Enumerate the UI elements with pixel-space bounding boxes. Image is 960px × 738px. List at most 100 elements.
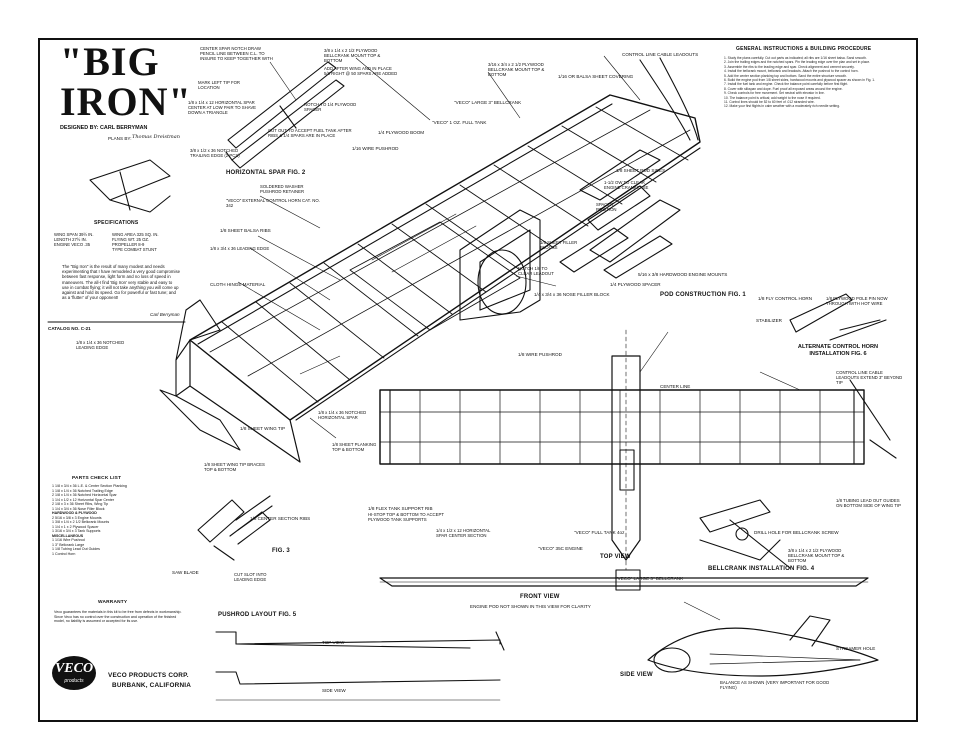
horizontal-spar-figure xyxy=(225,61,345,169)
callout-soldered-washer: SOLDERED WASHER PUSHROD RETAINER xyxy=(260,184,305,194)
part-row: 1 3/8 x 1/4 x 2 1/2 Bellcrank Mounts xyxy=(52,520,110,524)
plans-by-signature: Thomas Dreistman xyxy=(132,134,180,140)
instruction-step: 4. Install the bellcrank mount, bellcran… xyxy=(724,69,859,74)
instruction-step: 7. Install the fuel tank and engine. Che… xyxy=(724,82,849,87)
horizontal-spar-fig-label: HORIZONTAL SPAR FIG. 2 xyxy=(226,170,306,176)
instruction-step: 9. Check controls for free movement. Set… xyxy=(724,91,825,96)
front-view-note: ENGINE POD NOT SHOWN IN THIS VIEW FOR CL… xyxy=(470,604,591,609)
specifications-heading: SPECIFICATIONS xyxy=(94,220,139,226)
callout-horizontal-spar: 1/8 x 1/4 x 36 NOTCHED HORIZONTAL SPAR xyxy=(318,410,367,420)
front-view-wing xyxy=(379,569,869,591)
parts-check-list: 1 1/8 x 3/4 x 36 L.E. & Center Section P… xyxy=(52,484,180,556)
callout-external-horn: "VECO" EXTERNAL CONTROL HORN CAT. NO. 34… xyxy=(226,198,320,208)
general-instructions-heading: GENERAL INSTRUCTIONS & BUILDING PROCEDUR… xyxy=(736,46,872,52)
callout-bellcrank-mount: 3/8 x 1/4 x 2 1/2 PLYWOOD BELLCRANK MOUN… xyxy=(324,48,381,63)
callout-center-spar-notch: CENTER SPAR NOTCH DRAW PENCIL LINE BETWE… xyxy=(200,46,273,61)
spec-engine: ENGINE VECO .35 xyxy=(54,242,91,247)
callout-plywood-boom: 1/4 PLYWOOD BOOM xyxy=(378,130,425,135)
callout-saw-blade: SAW BLADE xyxy=(172,570,199,575)
instruction-step: 2. Join the trailing edges and the notch… xyxy=(724,60,871,65)
top-view-label: TOP VIEW xyxy=(600,554,631,560)
plan-sheet-border xyxy=(38,38,918,722)
callout-cut-slot: CUT SLOT INTO LEADING EDGE xyxy=(234,572,267,582)
alternate-horn-figure xyxy=(789,293,887,341)
callout-notched-trailing-edge: 3/8 x 1/2 x 36 NOTCHED TRAILING EDGE (2 … xyxy=(190,148,240,158)
design-description: The "Big Iron" is the result of many mod… xyxy=(62,264,180,301)
callout-horizontal-spar-center: 1/8 x 1/4 x 12 HORIZONTAL SPAR CENTER AT… xyxy=(188,100,257,115)
title-line-2: IRON" xyxy=(60,79,192,124)
callout-notch-leadout: NOTCH 1/8 TO CLEAR LEADOUT xyxy=(518,266,554,276)
instruction-step: 5. Add the center section planking top a… xyxy=(724,73,847,78)
instruction-step: 12. Make your first flights in calm weat… xyxy=(724,104,840,109)
instruction-step: 8. Cover with silkspan and dope. Fuel pr… xyxy=(724,86,843,91)
callout-pod-sides: 1/8 SHEET POD SIDES xyxy=(616,168,666,173)
part-row: 2 1/8 x 3 x 36 Sheet Ribs, Wing Tip xyxy=(52,502,109,506)
parts-subheading: HARDWOOD & PLYWOOD xyxy=(52,511,97,515)
callout-notch-plywood: NOTCH TO 1/4 PLYWOOD SPACER xyxy=(304,102,357,112)
parts-list-heading: PARTS CHECK LIST xyxy=(72,476,122,481)
spec-length: LENGTH 27½ IN. xyxy=(54,237,87,242)
description-signature: Carl Berryman xyxy=(150,312,180,317)
callout-stabilizer: STABILIZER xyxy=(756,318,782,323)
pod-construction-fig-label: POD CONSTRUCTION FIG. 1 xyxy=(660,292,746,298)
callout-notched-leading-edge: 1/8 x 1/4 x 36 NOTCHED LEADING EDGE xyxy=(76,340,125,350)
callout-plywood-spacer: 1/4 PLYWOOD SPACER xyxy=(610,282,661,287)
part-row: 1 Control Horn xyxy=(52,551,76,556)
callout-streamer-hole: STREAMER HOLE xyxy=(836,646,876,651)
callout-balance: BALANCE AS SHOWN (VERY IMPORTANT FOR GOO… xyxy=(720,680,830,690)
front-view-label: FRONT VIEW xyxy=(520,594,560,600)
specs-column-2: WING AREA 325 SQ. IN. FLYING WT. 25 OZ. … xyxy=(112,232,159,252)
callout-cut-out-fuel-tank: CUT OUT TO ACCEPT FUEL TANK AFTER RIBS &… xyxy=(268,128,352,138)
spec-type: TYPE COMBAT STUNT xyxy=(112,247,157,252)
thumbnail-sketch xyxy=(89,159,171,213)
callout-engine-mounts: 5/16 x 3/8 HARDWOOD ENGINE MOUNTS xyxy=(638,272,728,277)
callout-hi-stop: HI-STOP TOP & BOTTOM TO ACCEPT PLYWOOD T… xyxy=(368,512,444,522)
callout-fly-control-horn: 1/8 FLY CONTROL HORN xyxy=(758,296,813,301)
part-row: 2 1/8 x 1/4 x 36 Notched Horizontal Spar xyxy=(52,493,117,497)
part-row: 1 1/8 x 1/4 x 36 Notched Trailing Edge xyxy=(52,488,113,493)
callout-tip-braces: 1/8 SHEET WING TIP BRACES TOP & BOTTOM xyxy=(204,462,265,472)
callout-leadout-guides: 1/8 TUBING LEAD OUT GUIDES ON BOTTOM SID… xyxy=(836,498,902,508)
veco-logo: VECO products xyxy=(52,656,96,690)
callout-veco-full-tank: "VECO" FULL TANK 4oz xyxy=(574,530,625,535)
callout-veco-bellcrank-2: "VECO" LARGE 3" BELLCRANK xyxy=(616,576,684,581)
callout-nose-filler: 1/4 x 3/4 x 36 NOSE FILLER BLOCK xyxy=(534,292,610,297)
part-row: 1 1/8 x 3/4 x 36 L.E. & Center Section P… xyxy=(52,484,127,488)
side-view-label: SIDE VIEW xyxy=(620,672,653,678)
instruction-step: 1. Study the plans carefully. Cut out pa… xyxy=(724,56,867,60)
part-row: 2 5/16 x 3/8 x 3 Engine Mounts xyxy=(52,515,102,520)
callout-filler-blocks: 1/8 SHEET FILLER BLOCKS xyxy=(540,240,578,250)
callout-center-ribs: 1/8 CENTER SECTION RIBS xyxy=(250,516,311,521)
instruction-step: 10. The balance point is critical; add w… xyxy=(724,95,821,100)
callout-veco-35c: "VECO" 35C ENGINE xyxy=(538,546,583,551)
catalog-number: CATALOG NO. C-21 xyxy=(48,326,91,331)
callout-silkspan-cover: 1/16 OR BALSA SHEET COVERING xyxy=(558,74,634,79)
plan-title: "BIG IRON" xyxy=(60,42,192,122)
company-name: VECO PRODUCTS CORP. xyxy=(108,672,189,679)
callout-veco-tank: "VECO" 1 OZ. FULL TANK xyxy=(432,120,487,125)
callout-spacer-position: SPACER POSITION xyxy=(596,202,617,212)
parts-subheading: MISCELLANEOUS xyxy=(52,533,84,538)
callout-add-after-wing: ADD AFTER WING AND IN PLACE 5/8 RIGHT @ … xyxy=(324,66,398,76)
part-row: 1 1/4 x 1/2 x 12 Horizontal Spar Center xyxy=(52,497,115,502)
fig3-leading-edge-slot xyxy=(197,495,273,561)
pushrod-layout-fig-label: PUSHROD LAYOUT FIG. 5 xyxy=(218,612,297,618)
part-row: 1 1/16 Wire Pushrod xyxy=(52,538,85,542)
callout-leadouts-extend: CONTROL LINE CABLE LEADOUTS EXTEND 3" BE… xyxy=(836,370,903,385)
fig3-label: FIG. 3 xyxy=(272,548,290,554)
warranty-heading: WARRANTY xyxy=(98,600,128,605)
callout-drill-hole: DRILL HOLE FOR BELLCRANK SCREW xyxy=(754,530,839,535)
instruction-step: 3. Assemble the ribs to the leading edge… xyxy=(724,64,855,69)
instruction-step: 11. Control lines should be 52 to 60 fee… xyxy=(724,100,815,105)
pushrod-side-view-label: SIDE VIEW xyxy=(322,688,346,693)
spec-propeller: PROPELLER 8-9 xyxy=(112,242,145,247)
callout-flex-tank-rib: 1/8 FLEX TANK SUPPORT RIB xyxy=(368,506,433,511)
part-row: 1 1/4 x 1 x 2 Plywood Spacer xyxy=(52,524,99,529)
part-row: 1 3" Bellcrank Large xyxy=(52,542,85,547)
instruction-step: 6. Build the engine pod from 1/8 sheet s… xyxy=(724,78,876,83)
spec-flying-weight: FLYING WT. 25 OZ. xyxy=(112,237,150,242)
callout-pole-pin: 1/8 PLYWOOD POLE PIN NOW THROUGH WITH HO… xyxy=(826,296,888,306)
pushrod-top-view-label: TOP VIEW xyxy=(322,640,345,645)
callout-spar-center: 1/4 x 1/2 x 12 HORIZONTAL SPAR CENTER SE… xyxy=(436,528,491,538)
